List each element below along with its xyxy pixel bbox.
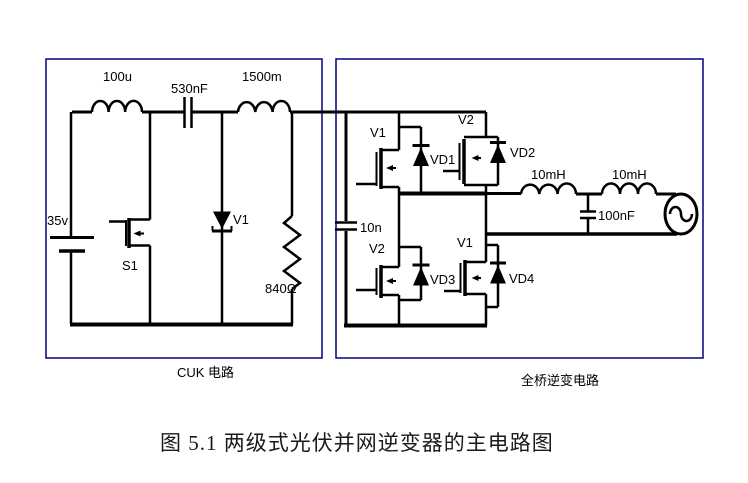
mosfet-s1-symbol xyxy=(109,112,152,325)
mosfet-v2-top-right-symbol xyxy=(443,112,506,234)
output-wire xyxy=(486,192,676,196)
inductor-10mH-1-symbol xyxy=(519,182,578,195)
label-inductor-100u: 100u xyxy=(103,69,132,84)
label-switch-s1: S1 xyxy=(122,258,138,273)
inductor-100u-symbol xyxy=(90,99,144,113)
diode-vd3-triangle xyxy=(413,267,429,286)
label-inverter-section: 全桥逆变电路 xyxy=(521,373,599,388)
inductor-10mH-2-symbol xyxy=(600,182,658,195)
diode-vd4-triangle xyxy=(490,265,506,284)
label-resistor-840: 840Ω xyxy=(265,281,297,296)
cuk-section-box xyxy=(45,58,323,359)
resistor-840-symbol xyxy=(281,112,303,325)
inverter-circuit xyxy=(335,110,699,328)
label-inductor-1500m: 1500m xyxy=(242,69,282,84)
inverter-section-box xyxy=(335,58,704,359)
label-capacitor-100nF: 100nF xyxy=(598,208,635,223)
label-mosfet-v1-tl: V1 xyxy=(370,125,386,140)
label-diode-v1-cuk: V1 xyxy=(233,212,249,227)
label-diode-vd3: VD3 xyxy=(430,272,455,287)
capacitor-530nF-symbol xyxy=(183,97,193,128)
label-diode-vd4: VD4 xyxy=(509,271,534,286)
label-source-35v: 35v xyxy=(47,213,68,228)
label-cuk-section: CUK 电路 xyxy=(177,365,234,380)
label-diode-vd1: VD1 xyxy=(430,152,455,167)
label-capacitor-530nF: 530nF xyxy=(171,81,208,96)
mosfet-v1-bottom-right-symbol xyxy=(444,234,506,326)
label-mosfet-v2-tr: V2 xyxy=(458,112,474,127)
mosfet-v2-bottom-left-symbol xyxy=(356,193,430,326)
ac-source-symbol xyxy=(663,192,699,236)
sine-wave-icon xyxy=(668,205,694,223)
capacitor-10n-symbol xyxy=(335,110,357,327)
label-mosfet-v1-br: V1 xyxy=(457,235,473,250)
diode-vd1-triangle xyxy=(413,147,429,166)
label-inductor-10mH-1: 10mH xyxy=(531,167,566,182)
capacitor-100nF-symbol xyxy=(580,194,596,234)
diode-v1-cuk-symbol xyxy=(211,112,233,325)
label-inductor-10mH-2: 10mH xyxy=(612,167,647,182)
cuk-circuit xyxy=(50,97,486,327)
diode-vd2-triangle xyxy=(490,144,506,163)
battery-35v-symbol xyxy=(50,112,94,324)
label-capacitor-10n: 10n xyxy=(360,220,382,235)
label-diode-vd2: VD2 xyxy=(510,145,535,160)
inductor-1500m-symbol xyxy=(236,99,292,113)
figure-caption: 图 5.1 两级式光伏并网逆变器的主电路图 xyxy=(160,431,554,455)
mosfet-v1-top-left-symbol xyxy=(356,112,430,193)
label-mosfet-v2-bl: V2 xyxy=(369,241,385,256)
